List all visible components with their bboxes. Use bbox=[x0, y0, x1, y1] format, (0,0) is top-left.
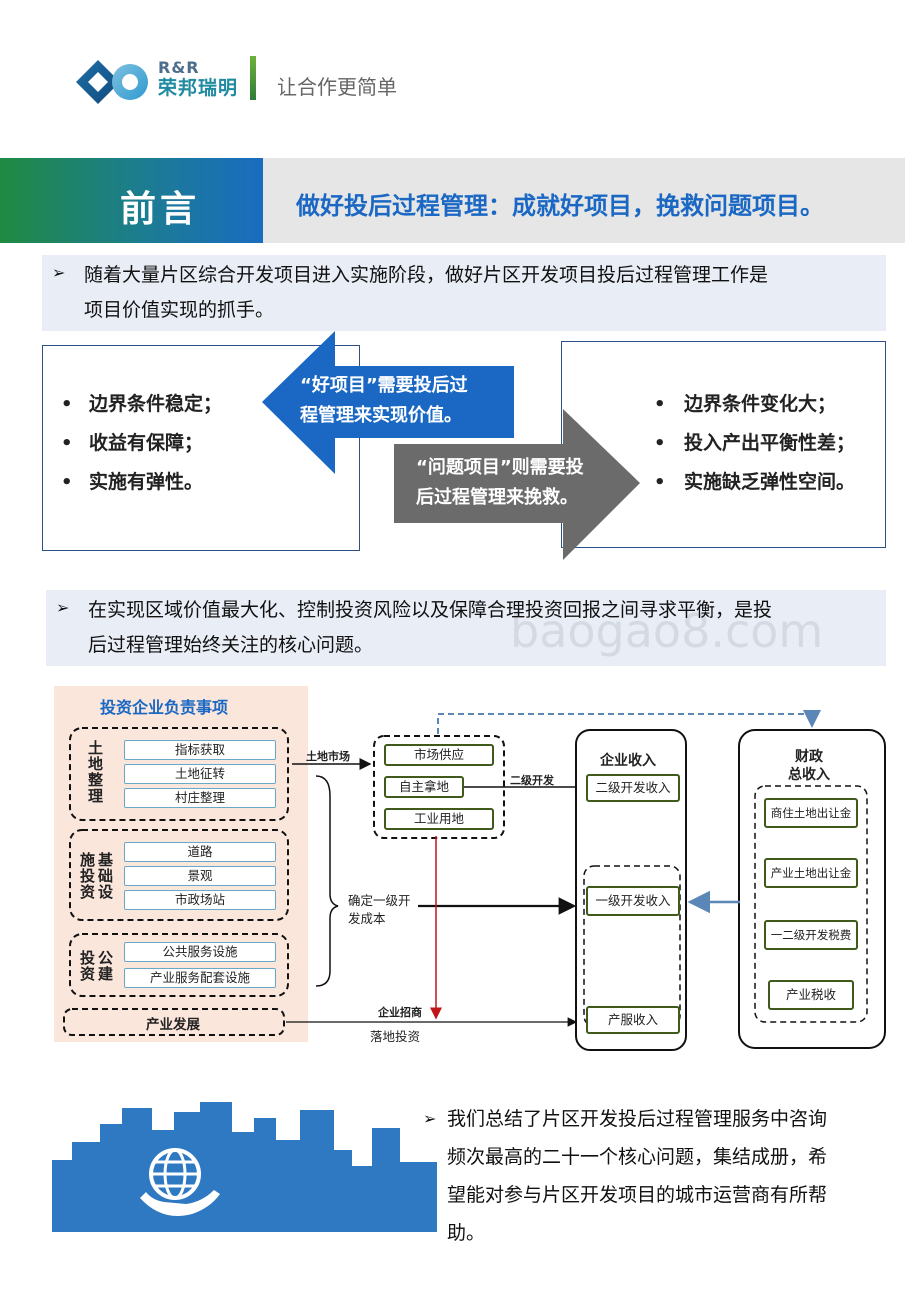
supply-pill: 市场供应 bbox=[384, 744, 494, 766]
item-pill: 指标获取 bbox=[124, 740, 276, 760]
closing-line-3: 望能对参与片区开发项目的城市运营商有所帮 bbox=[447, 1184, 828, 1206]
problem-project-box: 边界条件变化大； 投入产出平衡性差； 实施缺乏弹性空间。 bbox=[561, 341, 886, 548]
problem-item: 投入产出平衡性差； bbox=[638, 424, 855, 463]
problem-item: 实施缺乏弹性空间。 bbox=[638, 463, 855, 502]
closing-line-4: 助。 bbox=[447, 1222, 486, 1244]
fiscal-title-line-2: 总收入 bbox=[788, 767, 830, 783]
left-panel-title: 投资企业负责事项 bbox=[100, 698, 229, 717]
income-pill: 二级开发收入 bbox=[586, 774, 680, 802]
attract-label: 企业招商 bbox=[378, 1006, 422, 1019]
section-title: 前言 bbox=[120, 189, 201, 230]
watermark: baogao8.com bbox=[510, 604, 824, 658]
problem-arrow-line-2: 后过程管理来挽救。 bbox=[416, 487, 578, 508]
group-label-infra-col2: 基础设 bbox=[98, 851, 114, 901]
problem-arrow-text: “问题项目”则需要投 后过程管理来挽救。 bbox=[416, 453, 616, 513]
brand-chinese: 荣邦瑞明 bbox=[158, 77, 239, 99]
city-skyline-icon bbox=[52, 1102, 437, 1232]
core-bullet: ➢ 在实现区域价值最大化、控制投资风险以及保障合理投资回报之间寻求平衡，是投 后… bbox=[46, 590, 886, 666]
good-arrow-line-1: “好项目”需要投后过 bbox=[300, 375, 468, 396]
industry-label: 产业发展 bbox=[146, 1017, 200, 1033]
closing-line-2: 频次最高的二十一个核心问题，集结成册，希 bbox=[447, 1146, 828, 1168]
fiscal-pill: 产业土地出让金 bbox=[764, 858, 858, 888]
fiscal-pill: 商住土地出让金 bbox=[764, 798, 858, 828]
header-divider bbox=[250, 56, 256, 100]
cost-label: 确定一级开 发成本 bbox=[348, 892, 411, 928]
fiscal-title-line-1: 财政 bbox=[795, 749, 823, 765]
good-arrow-line-2: 程管理来实现价值。 bbox=[300, 405, 462, 426]
good-item: 收益有保障； bbox=[43, 424, 222, 463]
intro-line-2: 项目价值实现的抓手。 bbox=[84, 299, 275, 321]
good-item: 边界条件稳定； bbox=[43, 385, 222, 424]
brand-english: R&R bbox=[158, 58, 200, 77]
item-pill: 产业服务配套设施 bbox=[124, 968, 276, 988]
problem-arrow-line-1: “问题项目”则需要投 bbox=[416, 457, 584, 478]
core-line-1: 在实现区域价值最大化、控制投资风险以及保障合理投资回报之间寻求平衡，是投 bbox=[88, 599, 773, 621]
good-arrow-text: “好项目”需要投后过 程管理来实现价值。 bbox=[300, 371, 515, 431]
group-label-land: 土地整理 bbox=[88, 739, 104, 805]
cost-label-line-2: 发成本 bbox=[348, 911, 386, 926]
brand-name: R&R 荣邦瑞明 bbox=[158, 60, 238, 98]
item-pill: 市政场站 bbox=[124, 890, 276, 910]
group-label-public-col1: 投资 bbox=[80, 949, 96, 983]
closing-line-1: 我们总结了片区开发投后过程管理服务中咨询 bbox=[447, 1108, 828, 1130]
cost-label-line-1: 确定一级开 bbox=[348, 893, 411, 908]
item-pill: 公共服务设施 bbox=[124, 942, 276, 962]
supply-pill: 自主拿地 bbox=[384, 776, 464, 798]
section-subtitle: 做好投后过程管理：成就好项目，挽救问题项目。 bbox=[296, 192, 824, 220]
item-pill: 景观 bbox=[124, 866, 276, 886]
good-item: 实施有弹性。 bbox=[43, 463, 222, 502]
problem-item: 边界条件变化大； bbox=[638, 385, 855, 424]
item-pill: 道路 bbox=[124, 842, 276, 862]
fiscal-income-title: 财政 总收入 bbox=[788, 748, 830, 784]
intro-bullet: ➢ 随着大量片区综合开发项目进入实施阶段，做好片区开发项目投后过程管理工作是 项… bbox=[42, 255, 886, 331]
slogan: 让合作更简单 bbox=[277, 75, 397, 99]
secondary-dev-label: 二级开发 bbox=[510, 774, 554, 787]
fiscal-pill: 产业税收 bbox=[768, 980, 854, 1010]
group-label-public-col2: 公建 bbox=[98, 949, 114, 983]
item-pill: 村庄整理 bbox=[124, 788, 276, 808]
bullet-arrow-icon: ➢ bbox=[56, 598, 70, 617]
globe-hand-icon bbox=[140, 1148, 220, 1216]
closing-bullet: ➢ 我们总结了片区开发投后过程管理服务中咨询 频次最高的二十一个核心问题，集结成… bbox=[423, 1100, 893, 1252]
land-market-label: 土地市场 bbox=[306, 750, 350, 763]
supply-pill: 工业用地 bbox=[384, 808, 494, 830]
bullet-arrow-icon: ➢ bbox=[52, 263, 66, 282]
intro-line-1: 随着大量片区综合开发项目进入实施阶段，做好片区开发项目投后过程管理工作是 bbox=[84, 264, 769, 286]
income-pill: 一级开发收入 bbox=[586, 886, 680, 916]
rr-logo-icon bbox=[76, 60, 148, 104]
fiscal-pill: 一二级开发税费 bbox=[764, 920, 858, 950]
bullet-arrow-icon: ➢ bbox=[423, 1109, 437, 1128]
item-pill: 土地征转 bbox=[124, 764, 276, 784]
income-pill: 产服收入 bbox=[586, 1006, 680, 1034]
investment-flow-diagram: 投资企业负责事项 土地整理 指标获取 土地征转 村庄整理 施投资 基础设 道路 … bbox=[48, 686, 893, 1056]
section-subtitle-band: 做好投后过程管理：成就好项目，挽救问题项目。 bbox=[263, 158, 905, 243]
landing-label: 落地投资 bbox=[370, 1029, 421, 1044]
section-title-band: 前言 bbox=[0, 158, 263, 243]
enterprise-income-title: 企业收入 bbox=[600, 753, 656, 769]
core-line-2: 后过程管理始终关注的核心问题。 bbox=[88, 634, 374, 656]
group-label-infra-col1: 施投资 bbox=[80, 851, 96, 901]
